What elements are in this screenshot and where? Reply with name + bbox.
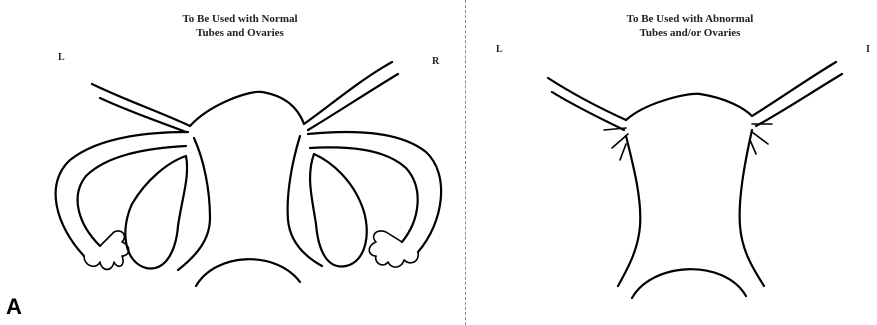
right-normal-tube-upper-inner: [308, 74, 398, 130]
normal-cervix-arch: [196, 259, 300, 286]
right-abnormal-stump-2: [752, 132, 768, 144]
right-abnormal-tube-upper-outer: [752, 62, 836, 116]
right-normal-fimbriae: [369, 231, 418, 267]
normal-uterus-fundus: [190, 92, 304, 126]
right-abnormal-stump-3: [750, 140, 756, 154]
left-abnormal-tube-upper-outer: [548, 78, 626, 120]
abnormal-cervix-arch: [632, 269, 746, 298]
right-abnormal-tube-upper-inner: [756, 74, 842, 126]
left-normal-tube-loop-inner: [78, 146, 186, 246]
abnormal-uterus-drawing: [548, 62, 842, 298]
left-normal-tube-loop-outer: [56, 132, 188, 256]
normal-uterus-drawing: [56, 62, 442, 286]
right-normal-tube-upper-outer: [304, 62, 392, 124]
left-normal-ovary: [125, 156, 187, 268]
figure-panel-letter: A: [6, 294, 22, 320]
left-abnormal-stump-3: [620, 144, 626, 160]
right-normal-ovary: [310, 154, 367, 266]
abnormal-uterus-fundus: [626, 94, 752, 120]
left-abnormal-tube-upper-inner: [552, 92, 624, 130]
abnormal-uterus-right-side: [740, 130, 764, 286]
left-normal-tube-upper-inner: [100, 98, 186, 132]
left-normal-tube-upper-outer: [92, 84, 190, 126]
